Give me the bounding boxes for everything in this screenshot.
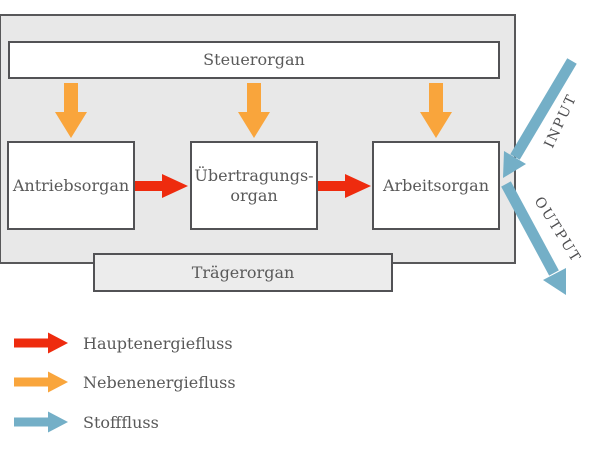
hauptenergiefluss-arrow-icon — [14, 332, 68, 354]
nebenenergiefluss-arrow-icon — [14, 371, 68, 393]
box-antriebsorgan: Antriebsorgan — [7, 141, 135, 230]
steuerorgan-label: Steuerorgan — [203, 50, 305, 69]
box-steuerorgan: Steuerorgan — [8, 41, 500, 79]
output-label: OUTPUT — [530, 194, 584, 267]
antriebsorgan-label: Antriebsorgan — [12, 175, 130, 195]
stofffluss-arrow-icon — [14, 411, 68, 433]
legend-item-stofffluss: Stofffluss — [14, 410, 159, 434]
output-arrow-head-icon — [543, 268, 566, 295]
box-arbeitsorgan: Arbeitsorgan — [372, 141, 500, 230]
box-uebertragungsorgan: Übertragungs- organ — [190, 141, 318, 230]
traegerorgan-label: Trägerorgan — [191, 262, 295, 282]
legend-label-hauptenergiefluss: Hauptenergiefluss — [83, 333, 233, 353]
legend-item-nebenenergiefluss: Nebenenergiefluss — [14, 370, 236, 394]
input-label: INPUT — [541, 91, 581, 151]
legend-item-hauptenergiefluss: Hauptenergiefluss — [14, 331, 233, 355]
legend-label-nebenenergiefluss: Nebenenergiefluss — [83, 372, 236, 392]
box-traegerorgan: Trägerorgan — [93, 253, 393, 292]
arbeitsorgan-label: Arbeitsorgan — [382, 175, 490, 195]
uebertragungsorgan-label-line2: organ — [230, 185, 278, 205]
legend-label-stofffluss: Stofffluss — [83, 412, 159, 432]
uebertragungsorgan-label-line1: Übertragungs- — [194, 165, 314, 185]
